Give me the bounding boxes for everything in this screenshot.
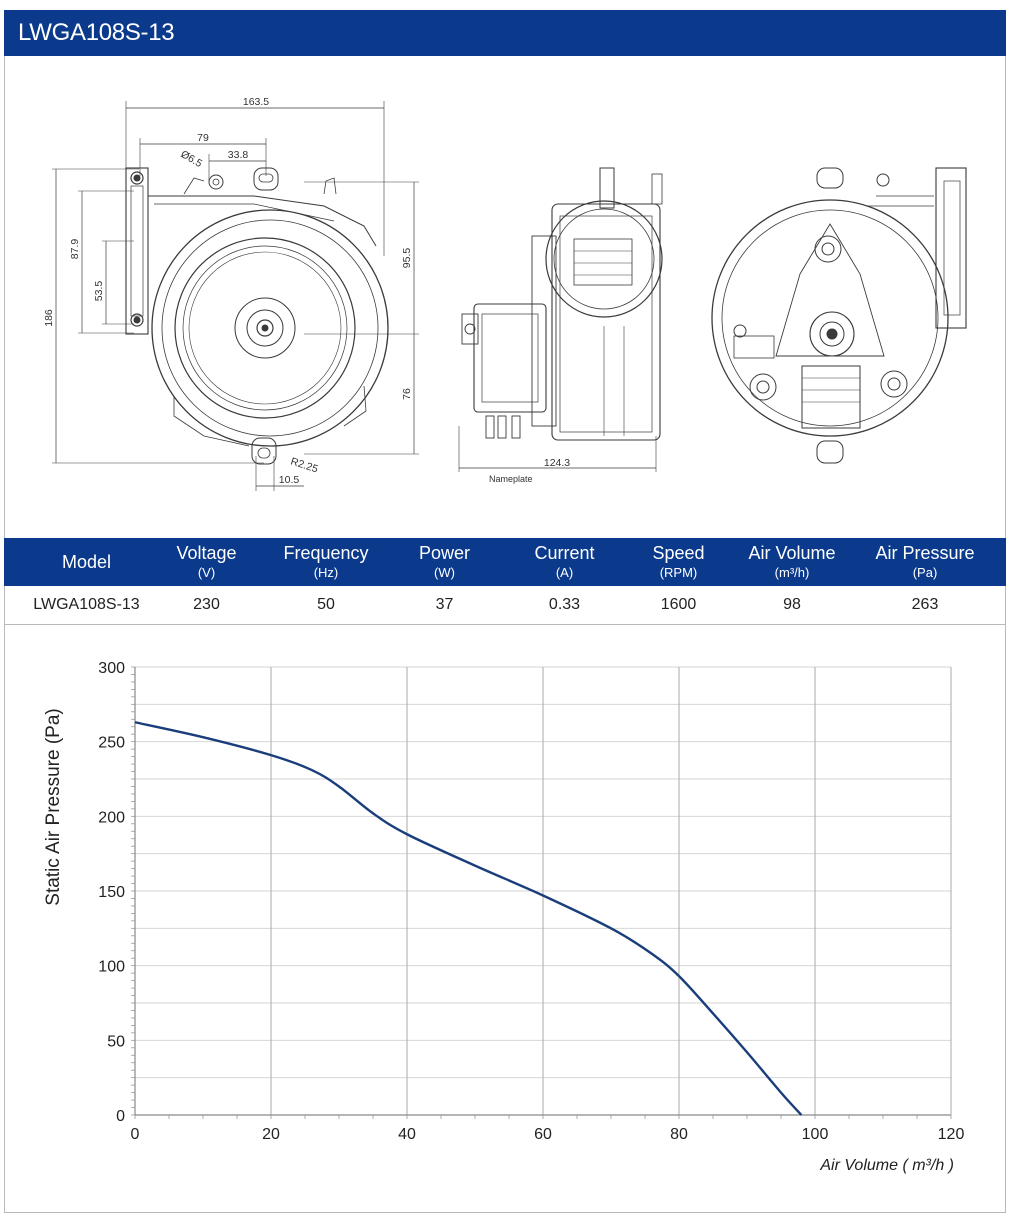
spec-col-label: Voltage — [176, 543, 237, 563]
y-tick-label: 50 — [107, 1033, 125, 1050]
nameplate-label: Nameplate — [489, 474, 533, 484]
spec-col-air-volume: Air Volume (m³/h) — [736, 538, 848, 586]
spec-col-label: Air Pressure — [875, 543, 975, 563]
y-tick-label: 200 — [98, 809, 125, 826]
spec-cell-speed: 1600 — [660, 596, 697, 613]
chart-series — [134, 721, 803, 1116]
spec-col-label: Model — [61, 552, 112, 572]
spec-col-model: Model — [4, 538, 169, 586]
x-tick-label: 0 — [131, 1126, 140, 1143]
spec-table-row: LWGA108S-13 230 50 37 0.33 1600 98 263 — [4, 586, 1006, 625]
spec-col-air-pressure: Air Pressure (Pa) — [862, 538, 988, 586]
y-tick-label: 250 — [98, 735, 125, 752]
spec-col-unit: (Pa) — [912, 565, 938, 580]
chart-ticks: 0 50 100 150 200 250 300 0 20 40 60 80 100 120 — [98, 660, 964, 1143]
dim-depth: 124.3 — [544, 457, 570, 469]
spec-col-speed: Speed (RPM) — [621, 538, 736, 586]
y-tick-label: 150 — [98, 884, 125, 901]
dim-hole-dia: Ø6.5 — [179, 148, 205, 170]
dim-hole-spacing: 33.8 — [228, 149, 249, 161]
spec-col-frequency: Frequency (Hz) — [266, 538, 386, 586]
y-tick-label: 100 — [98, 959, 125, 976]
spec-col-unit: (V) — [197, 565, 216, 580]
dim-upper-height: 95.5 — [401, 248, 413, 269]
front-view — [52, 101, 419, 491]
spec-col-unit: (Hz) — [313, 565, 339, 580]
y-tick-label: 300 — [98, 660, 125, 677]
x-tick-label: 40 — [398, 1126, 416, 1143]
spec-cell-air-pressure: 263 — [911, 596, 939, 613]
dim-radius: R2.25 — [289, 455, 320, 475]
dim-outlet-height: 87.9 — [69, 239, 81, 260]
x-tick-label: 100 — [802, 1126, 829, 1143]
spec-cell-model: LWGA108S-13 — [33, 596, 140, 613]
y-tick-label: 0 — [116, 1108, 125, 1125]
spec-cell-air-volume: 98 — [783, 596, 801, 613]
title-bar: LWGA108S-13 — [4, 10, 1006, 56]
technical-drawing: 163.5 79 Ø6.5 33.8 186 87.9 53.5 95.5 76… — [43, 96, 967, 491]
x-tick-label: 120 — [938, 1126, 965, 1143]
spec-col-voltage: Voltage (V) — [149, 538, 264, 586]
x-tick-label: 60 — [534, 1126, 552, 1143]
dim-lower-height: 76 — [401, 388, 413, 400]
dim-outlet-inner: 53.5 — [93, 281, 105, 302]
side-view — [458, 167, 663, 472]
spec-col-unit: (W) — [434, 565, 455, 580]
spec-cell-current: 0.33 — [548, 596, 581, 613]
spec-col-label: Power — [418, 543, 471, 563]
product-title: LWGA108S-13 — [18, 19, 175, 46]
spec-table-header: Model Voltage (V) Frequency (Hz) Power (… — [4, 538, 1006, 586]
dim-overall-width: 163.5 — [243, 96, 269, 108]
dim-height: 186 — [43, 309, 55, 327]
spec-cell-frequency: 50 — [317, 596, 335, 613]
spec-col-label: Speed — [652, 543, 705, 563]
dim-slot-width: 10.5 — [279, 474, 300, 486]
spec-col-unit: (RPM) — [659, 565, 698, 580]
spec-col-current: Current (A) — [507, 538, 622, 586]
spec-cell-power: 37 — [435, 596, 454, 613]
spec-col-unit: (m³/h) — [774, 565, 810, 580]
back-view — [711, 167, 967, 464]
spec-col-unit: (A) — [555, 565, 574, 580]
spec-col-label: Current — [534, 543, 595, 563]
chart-grid — [131, 666, 952, 1119]
x-tick-label: 80 — [670, 1126, 688, 1143]
x-tick-label: 20 — [262, 1126, 280, 1143]
y-axis-label: Static Air Pressure (Pa) — [43, 708, 64, 905]
spec-cell-voltage: 230 — [193, 596, 220, 613]
x-axis-label: Air Volume ( m³/h ) — [819, 1157, 954, 1174]
spec-col-power: Power (W) — [387, 538, 502, 586]
performance-chart: 0 50 100 150 200 250 300 0 20 40 60 80 100 120 Static… — [43, 660, 964, 1174]
spec-col-label: Frequency — [283, 543, 369, 563]
dim-hole-offset: 79 — [197, 132, 209, 144]
spec-col-label: Air Volume — [748, 543, 836, 563]
pressure-curve — [134, 721, 803, 1116]
